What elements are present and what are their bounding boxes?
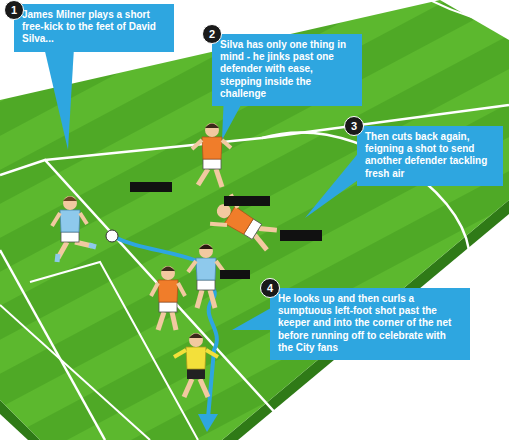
callout-box: James Milner plays a short free-kick to … <box>14 4 174 52</box>
arrowhead <box>198 414 218 432</box>
callout-box: He looks up and then curls a sumptuous l… <box>270 288 470 360</box>
callout-tail <box>40 30 365 330</box>
player-silva <box>188 244 224 308</box>
player-milner <box>52 196 96 262</box>
callout-text: He looks up and then curls a sumptuous l… <box>278 293 463 354</box>
callout-box: Silva has only one thing in mind - he ji… <box>212 34 362 106</box>
callout-number: 4 <box>260 278 280 298</box>
callout-text: Silva has only one thing in mind - he ji… <box>220 39 355 100</box>
callout-number: 1 <box>4 0 24 20</box>
redaction-bar <box>130 182 322 279</box>
callout-number: 2 <box>202 24 222 44</box>
callout-text: James Milner plays a short free-kick to … <box>22 9 167 46</box>
callout-number-text: 1 <box>11 4 17 16</box>
player-defender <box>208 192 281 256</box>
ball-path <box>112 236 217 418</box>
callout-number-text: 4 <box>267 282 273 294</box>
player-defender <box>192 123 231 187</box>
callout-box: Then cuts back again, feigning a shot to… <box>357 126 503 186</box>
callout-number-text: 2 <box>209 28 215 40</box>
callout-number: 3 <box>344 116 364 136</box>
ball <box>106 230 118 242</box>
callout-text: Then cuts back again, feigning a shot to… <box>365 131 496 180</box>
player-goalkeeper <box>174 333 218 397</box>
player-defender <box>151 266 185 330</box>
callout-number-text: 3 <box>351 120 357 132</box>
